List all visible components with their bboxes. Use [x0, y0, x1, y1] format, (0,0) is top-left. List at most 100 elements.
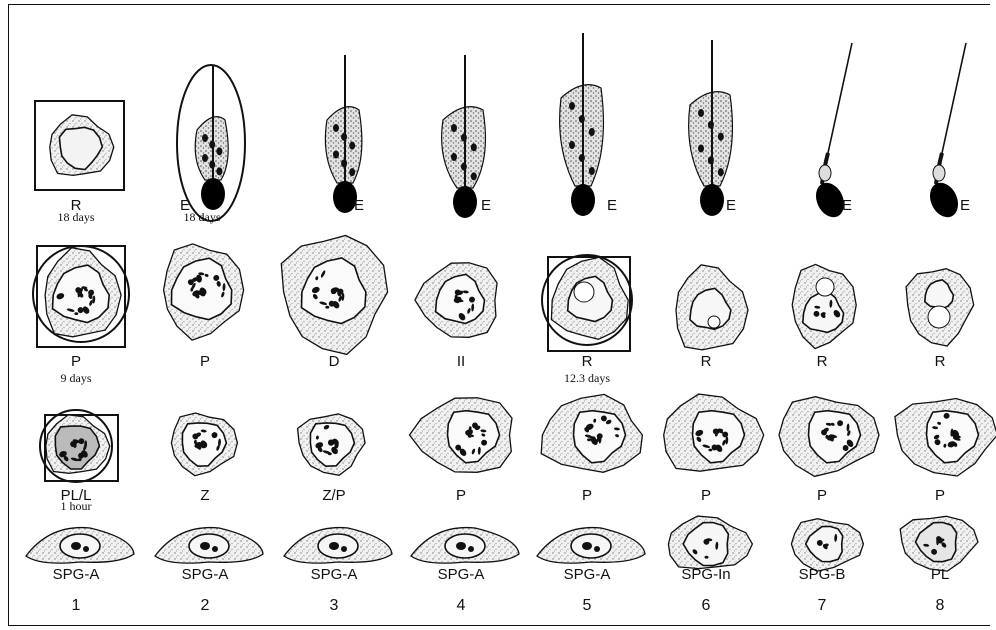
- mito-spot: [569, 141, 575, 149]
- time-label-r2c5: 12.3 days: [564, 372, 610, 384]
- cytoplasm: [442, 107, 486, 188]
- cell-r1c3: [325, 55, 362, 213]
- mito-spot: [216, 167, 222, 175]
- cell-r2c8: [906, 269, 974, 346]
- label-r4c8: PL: [931, 567, 949, 582]
- label-r4c7: SPG-B: [799, 567, 846, 582]
- cell-r2c7: [792, 264, 856, 348]
- nucleolus: [582, 542, 592, 550]
- mito-spot: [471, 143, 477, 151]
- mito-spot: [698, 109, 704, 117]
- chromatin-spot: [341, 546, 347, 552]
- mito-spot: [333, 124, 339, 132]
- mito-spot: [451, 124, 457, 132]
- cell-r3c4: [410, 398, 513, 473]
- label-r2c7: R: [817, 354, 828, 369]
- label-r4c1: SPG-A: [53, 567, 100, 582]
- label-r2c5: R: [582, 354, 593, 369]
- column-number-1: 1: [72, 598, 81, 614]
- mito-spot: [216, 147, 222, 155]
- column-number-5: 5: [583, 598, 592, 614]
- cell-r1c1: [50, 115, 114, 176]
- sperm-head: [201, 178, 225, 210]
- column-number-2: 2: [201, 598, 210, 614]
- label-r1c3: E: [354, 198, 364, 213]
- label-r1c8: E: [960, 198, 970, 213]
- acrosome: [816, 278, 834, 296]
- chromatin-spot: [212, 546, 218, 552]
- cell-r1c2: [195, 65, 228, 210]
- cell-r4c8: [900, 516, 978, 571]
- chromatin-spot: [468, 546, 474, 552]
- cell-r2c4: [415, 263, 497, 338]
- mito-spot: [471, 172, 477, 180]
- mito-spot: [718, 133, 724, 141]
- time-label-r1c1: 18 days: [58, 211, 95, 223]
- label-r4c3: SPG-A: [311, 567, 358, 582]
- sperm-head: [925, 178, 964, 222]
- nucleolus: [71, 542, 81, 550]
- cell-r2c1: [45, 248, 121, 337]
- label-r2c2: P: [200, 354, 210, 369]
- mito-spot: [349, 142, 355, 150]
- cell-r4c6: [668, 516, 752, 569]
- mito-spot: [589, 128, 595, 136]
- label-r3c7: P: [817, 488, 827, 503]
- cell-r3c1: [46, 415, 110, 473]
- label-r4c6: SPG-In: [681, 567, 730, 582]
- label-r3c6: P: [701, 488, 711, 503]
- mito-spot: [569, 102, 575, 110]
- acrosome: [574, 282, 594, 302]
- cell-r2c5: [551, 257, 628, 339]
- column-number-4: 4: [457, 598, 466, 614]
- label-r3c4: P: [456, 488, 466, 503]
- cell-r3c8: [895, 399, 996, 477]
- cell-r4c3: [284, 528, 392, 564]
- sperm-head: [571, 184, 595, 216]
- cytoplasm: [560, 85, 604, 186]
- label-r2c1: P: [71, 354, 81, 369]
- column-number-6: 6: [702, 598, 711, 614]
- chromatin-spot: [705, 556, 709, 559]
- label-r1c4: E: [481, 198, 491, 213]
- label-r3c5: P: [582, 488, 592, 503]
- chromatin-spot: [83, 546, 89, 552]
- cell-r1c4: [442, 55, 486, 218]
- cell-r4c2: [155, 528, 263, 564]
- column-number-7: 7: [818, 598, 827, 614]
- cell-r4c5: [537, 528, 645, 564]
- mito-spot: [349, 168, 355, 176]
- chromatin-spot: [708, 449, 712, 452]
- column-number-8: 8: [936, 598, 945, 614]
- cell-r3c7: [779, 397, 879, 477]
- column-number-3: 3: [330, 598, 339, 614]
- cytoplasm: [325, 107, 362, 183]
- label-r3c2: Z: [200, 488, 209, 503]
- label-r1c5: E: [607, 198, 617, 213]
- cell-r2c6: [676, 265, 748, 350]
- cell-r2c2: [164, 244, 244, 340]
- cell-r2c3: [281, 236, 387, 355]
- time-label-r3c1: 1 hour: [61, 500, 92, 512]
- mito-spot: [451, 153, 457, 161]
- cell-r4c4: [411, 528, 519, 564]
- sperm-head: [700, 184, 724, 216]
- time-label-r2c1: 9 days: [61, 372, 92, 384]
- time-label-r1c2: 18 days: [184, 211, 221, 223]
- mito-spot: [698, 145, 704, 153]
- nucleolus: [456, 542, 466, 550]
- acrosome: [928, 306, 950, 328]
- cytoplasm: [689, 92, 733, 186]
- nucleolus: [329, 542, 339, 550]
- chromatin-spot: [594, 546, 600, 552]
- label-r2c8: R: [935, 354, 946, 369]
- nucleolus: [200, 542, 210, 550]
- cell-r4c1: [26, 528, 134, 564]
- chromatin-spot: [325, 306, 329, 309]
- mito-spot: [202, 154, 208, 162]
- label-r2c3: D: [329, 354, 340, 369]
- chromatin-spot: [74, 312, 78, 315]
- cell-r1c8: [925, 43, 966, 222]
- cell-r1c6: [689, 40, 733, 216]
